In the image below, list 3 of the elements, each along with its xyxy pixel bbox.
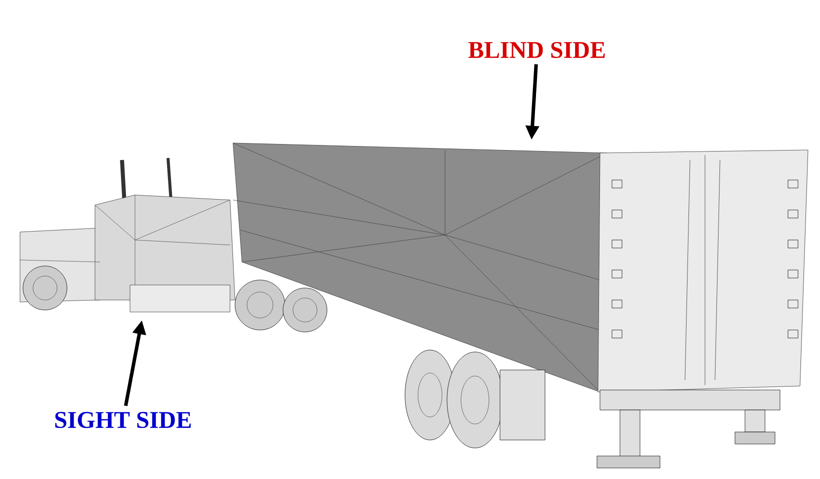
trailer-drawing: [232, 142, 808, 468]
side-label: BLIND SIDE: [468, 42, 605, 58]
side-label: SIGHT SIDE: [55, 412, 191, 428]
